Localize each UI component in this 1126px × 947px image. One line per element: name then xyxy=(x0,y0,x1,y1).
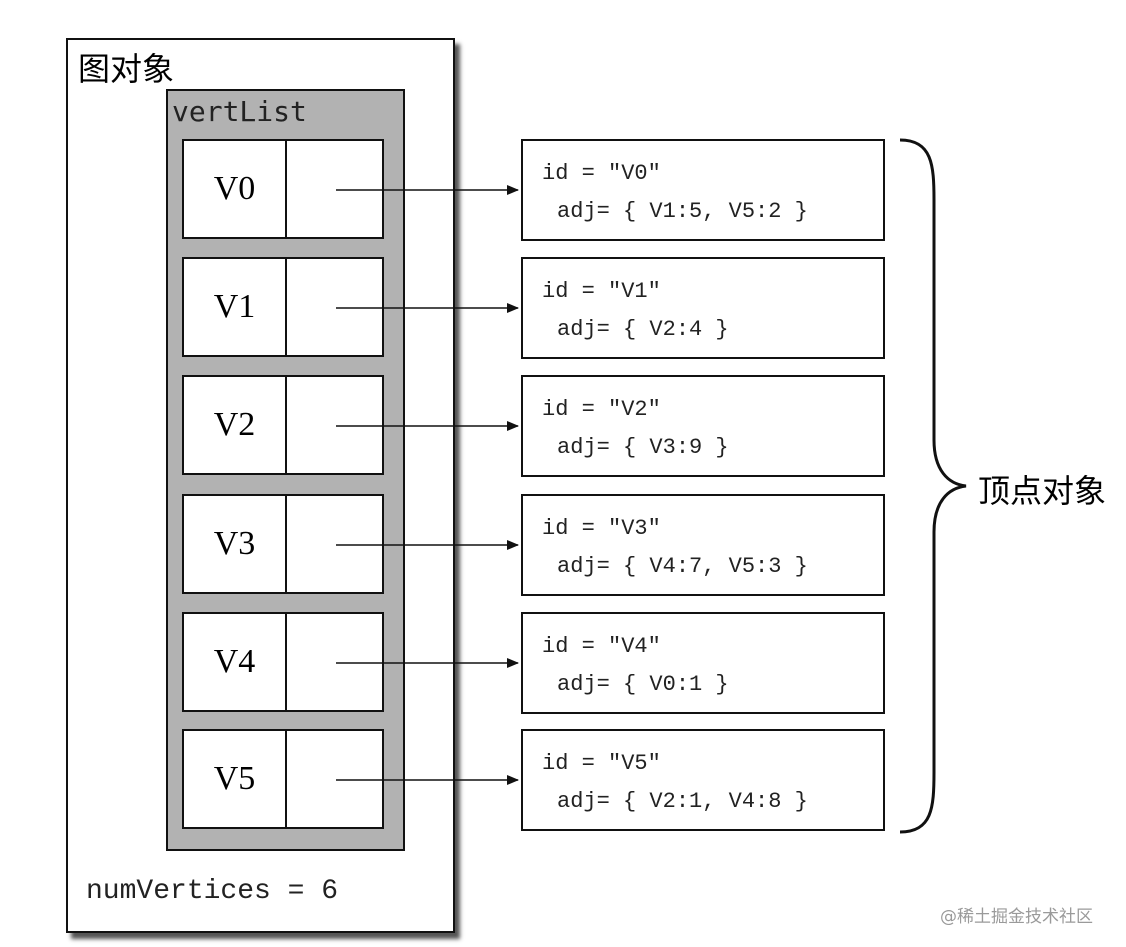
slot-divider xyxy=(285,731,287,827)
vertex-adjacency: adj= { V2:1, V4:8 } xyxy=(557,789,808,814)
vertex-id: id = "V5" xyxy=(542,751,661,776)
slot-label: V0 xyxy=(213,170,256,207)
vertex-object-v3: id = "V3" adj= { V4:7, V5:3 } xyxy=(521,494,885,596)
vertlist-slot-v2: V2 xyxy=(182,375,384,475)
slot-label: V4 xyxy=(213,643,256,680)
vertex-objects-label: 顶点对象 xyxy=(978,472,1107,510)
vertlist-slot-v0: V0 xyxy=(182,139,384,239)
vertex-adjacency: adj= { V4:7, V5:3 } xyxy=(557,554,808,579)
vertex-object-v4: id = "V4" adj= { V0:1 } xyxy=(521,612,885,714)
vertex-adjacency: adj= { V3:9 } xyxy=(557,435,729,460)
slot-divider xyxy=(285,496,287,592)
vertlist-slot-v3: V3 xyxy=(182,494,384,594)
vertex-adjacency: adj= { V1:5, V5:2 } xyxy=(557,199,808,224)
slot-label: V2 xyxy=(213,406,256,443)
vertex-id: id = "V0" xyxy=(542,161,661,186)
slot-divider xyxy=(285,614,287,710)
vertex-id: id = "V4" xyxy=(542,634,661,659)
vertex-object-v2: id = "V2" adj= { V3:9 } xyxy=(521,375,885,477)
slot-label: V1 xyxy=(213,288,256,325)
slot-divider xyxy=(285,259,287,355)
curly-brace xyxy=(899,138,967,834)
vertex-adjacency: adj= { V2:4 } xyxy=(557,317,729,342)
vertlist-slot-v5: V5 xyxy=(182,729,384,829)
vertlist-slot-v1: V1 xyxy=(182,257,384,357)
slot-label: V5 xyxy=(213,760,256,797)
slot-divider xyxy=(285,377,287,473)
graph-object-title: 图对象 xyxy=(78,50,175,88)
vertex-object-v5: id = "V5" adj= { V2:1, V4:8 } xyxy=(521,729,885,831)
slot-divider xyxy=(285,141,287,237)
vertlist-label: vertList xyxy=(172,95,307,128)
vertlist-slot-v4: V4 xyxy=(182,612,384,712)
slot-label: V3 xyxy=(213,525,256,562)
watermark: @稀土掘金技术社区 xyxy=(940,907,1093,927)
vertex-object-v1: id = "V1" adj= { V2:4 } xyxy=(521,257,885,359)
vertex-id: id = "V1" xyxy=(542,279,661,304)
num-vertices-label: numVertices = 6 xyxy=(86,876,339,907)
vertex-adjacency: adj= { V0:1 } xyxy=(557,672,729,697)
vertex-id: id = "V2" xyxy=(542,397,661,422)
vertex-object-v0: id = "V0" adj= { V1:5, V5:2 } xyxy=(521,139,885,241)
vertex-id: id = "V3" xyxy=(542,516,661,541)
